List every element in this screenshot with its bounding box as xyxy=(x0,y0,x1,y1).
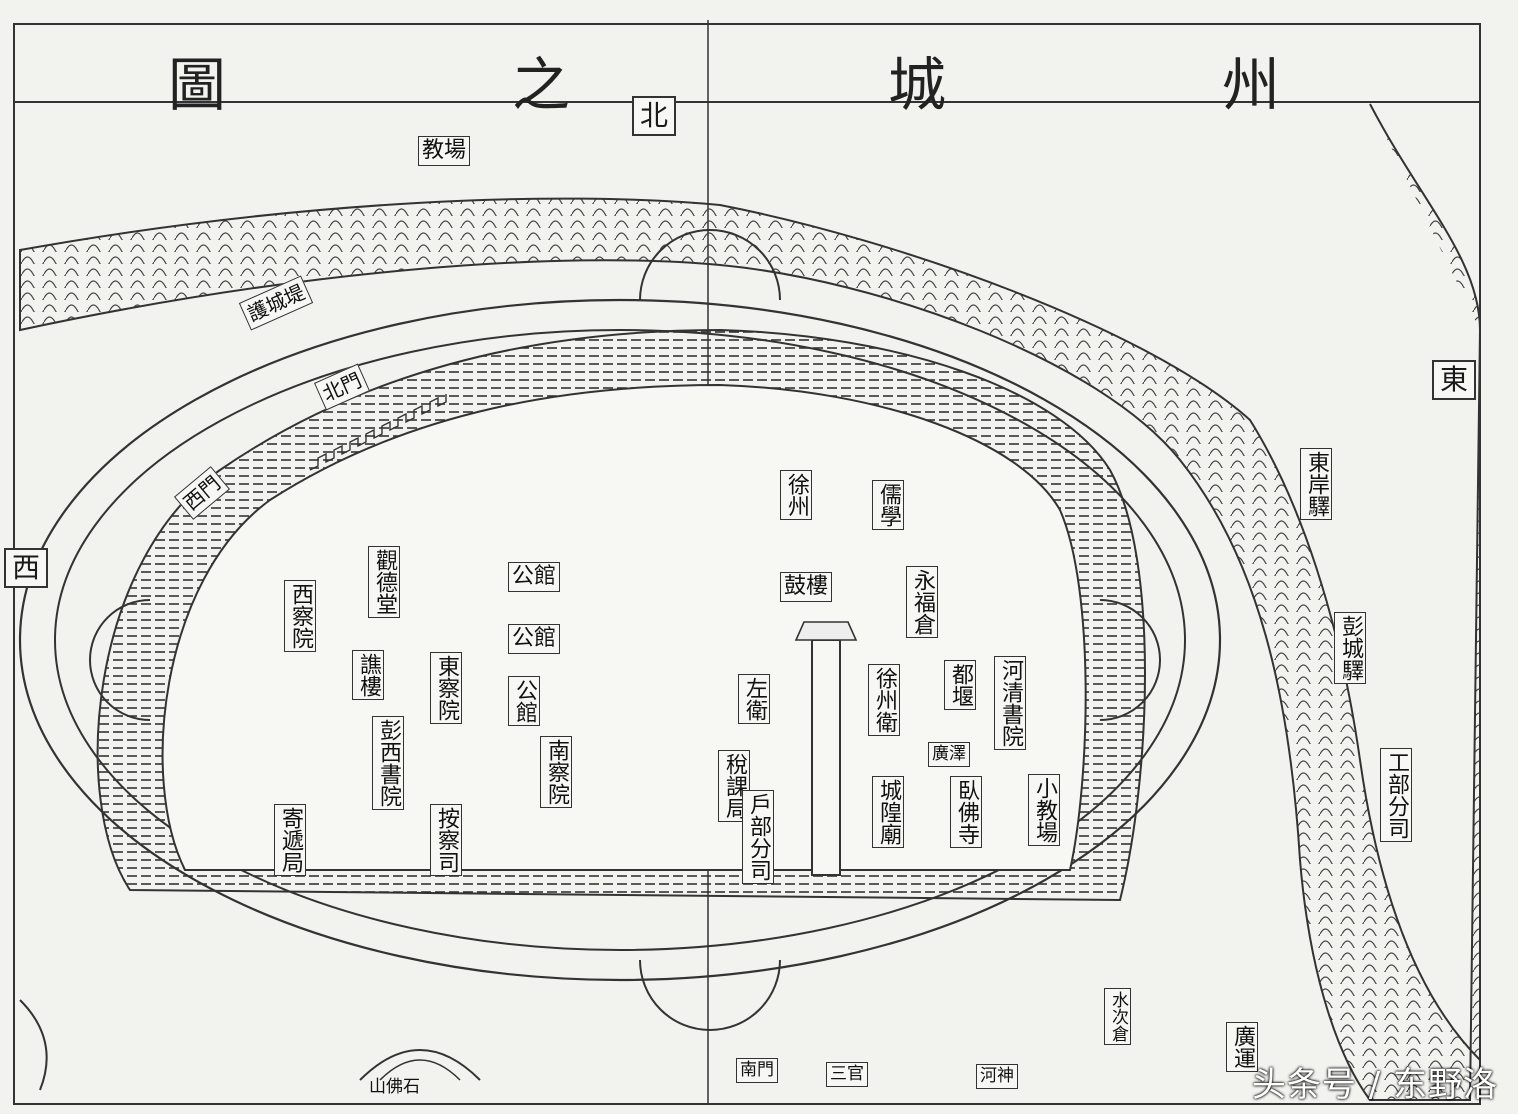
label-sanguan: 三官 xyxy=(826,1062,868,1087)
label-dong-chayi: 東岸驛 xyxy=(1300,448,1332,520)
label-xuzhouwei: 徐州衛 xyxy=(868,664,900,736)
label-nanchayuan: 南察院 xyxy=(540,736,572,808)
label-zuowei: 左衛 xyxy=(738,674,770,724)
label-gongbu-fensi: 工部分司 xyxy=(1380,748,1412,842)
label-hubu-fensi: 戶部分司 xyxy=(742,790,774,884)
label-anchasi: 按察司 xyxy=(430,804,462,876)
moat-inner xyxy=(54,329,1186,951)
label-gongguan-3: 公館 xyxy=(508,676,540,726)
label-duchulou: 譙樓 xyxy=(352,650,384,700)
label-heqing-shuyuan: 河清書院 xyxy=(994,656,1026,750)
direction-north: 北 xyxy=(632,96,677,136)
label-gulou: 鼓樓 xyxy=(780,572,833,602)
label-pengxi-shuyuan: 彭西書院 xyxy=(372,716,404,810)
label-gongguan-2: 公館 xyxy=(508,624,561,654)
label-yongfucang: 永福倉 xyxy=(906,566,938,638)
label-ruxue: 儒學 xyxy=(872,480,904,530)
label-wofo-si: 臥佛寺 xyxy=(950,776,982,848)
label-guanzhitang: 觀德堂 xyxy=(368,546,400,618)
moat-outer xyxy=(18,298,1222,982)
label-pengcheng-yi: 彭城驛 xyxy=(1334,612,1366,684)
label-jiaochang: 教場 xyxy=(418,136,471,166)
label-chenghuang-miao: 城隍廟 xyxy=(872,776,904,848)
label-fo-shan: 山佛石 xyxy=(369,1077,420,1097)
label-duyan: 都堰 xyxy=(944,660,976,710)
title-char-1: 圖 xyxy=(168,51,227,119)
label-xiao-jiaochang: 小教場 xyxy=(1028,774,1060,846)
direction-east: 東 xyxy=(1432,360,1477,400)
label-shuici-cang: 水次倉 xyxy=(1104,988,1131,1045)
label-xuzhou: 徐州 xyxy=(780,470,812,520)
label-guangyun: 廣運 xyxy=(1226,1022,1258,1072)
watermark: 头条号 / 东野洛 xyxy=(1251,1065,1498,1105)
title-char-3: 城 xyxy=(888,51,947,119)
label-south-gate: 南門 xyxy=(736,1058,778,1083)
label-gongguan-1: 公館 xyxy=(508,562,561,592)
label-heshen: 河神 xyxy=(976,1064,1018,1089)
label-guangze: 廣澤 xyxy=(928,742,970,767)
drum-tower-axis xyxy=(811,639,841,876)
title-char-4: 州 xyxy=(1222,51,1281,119)
label-dongchayuan: 東察院 xyxy=(430,652,462,724)
label-jibao-ju: 寄遞局 xyxy=(274,804,306,876)
label-xichayuan: 西察院 xyxy=(284,580,316,652)
title-char-2: 之 xyxy=(512,51,571,119)
direction-west: 西 xyxy=(4,548,49,588)
river xyxy=(19,103,1481,1101)
